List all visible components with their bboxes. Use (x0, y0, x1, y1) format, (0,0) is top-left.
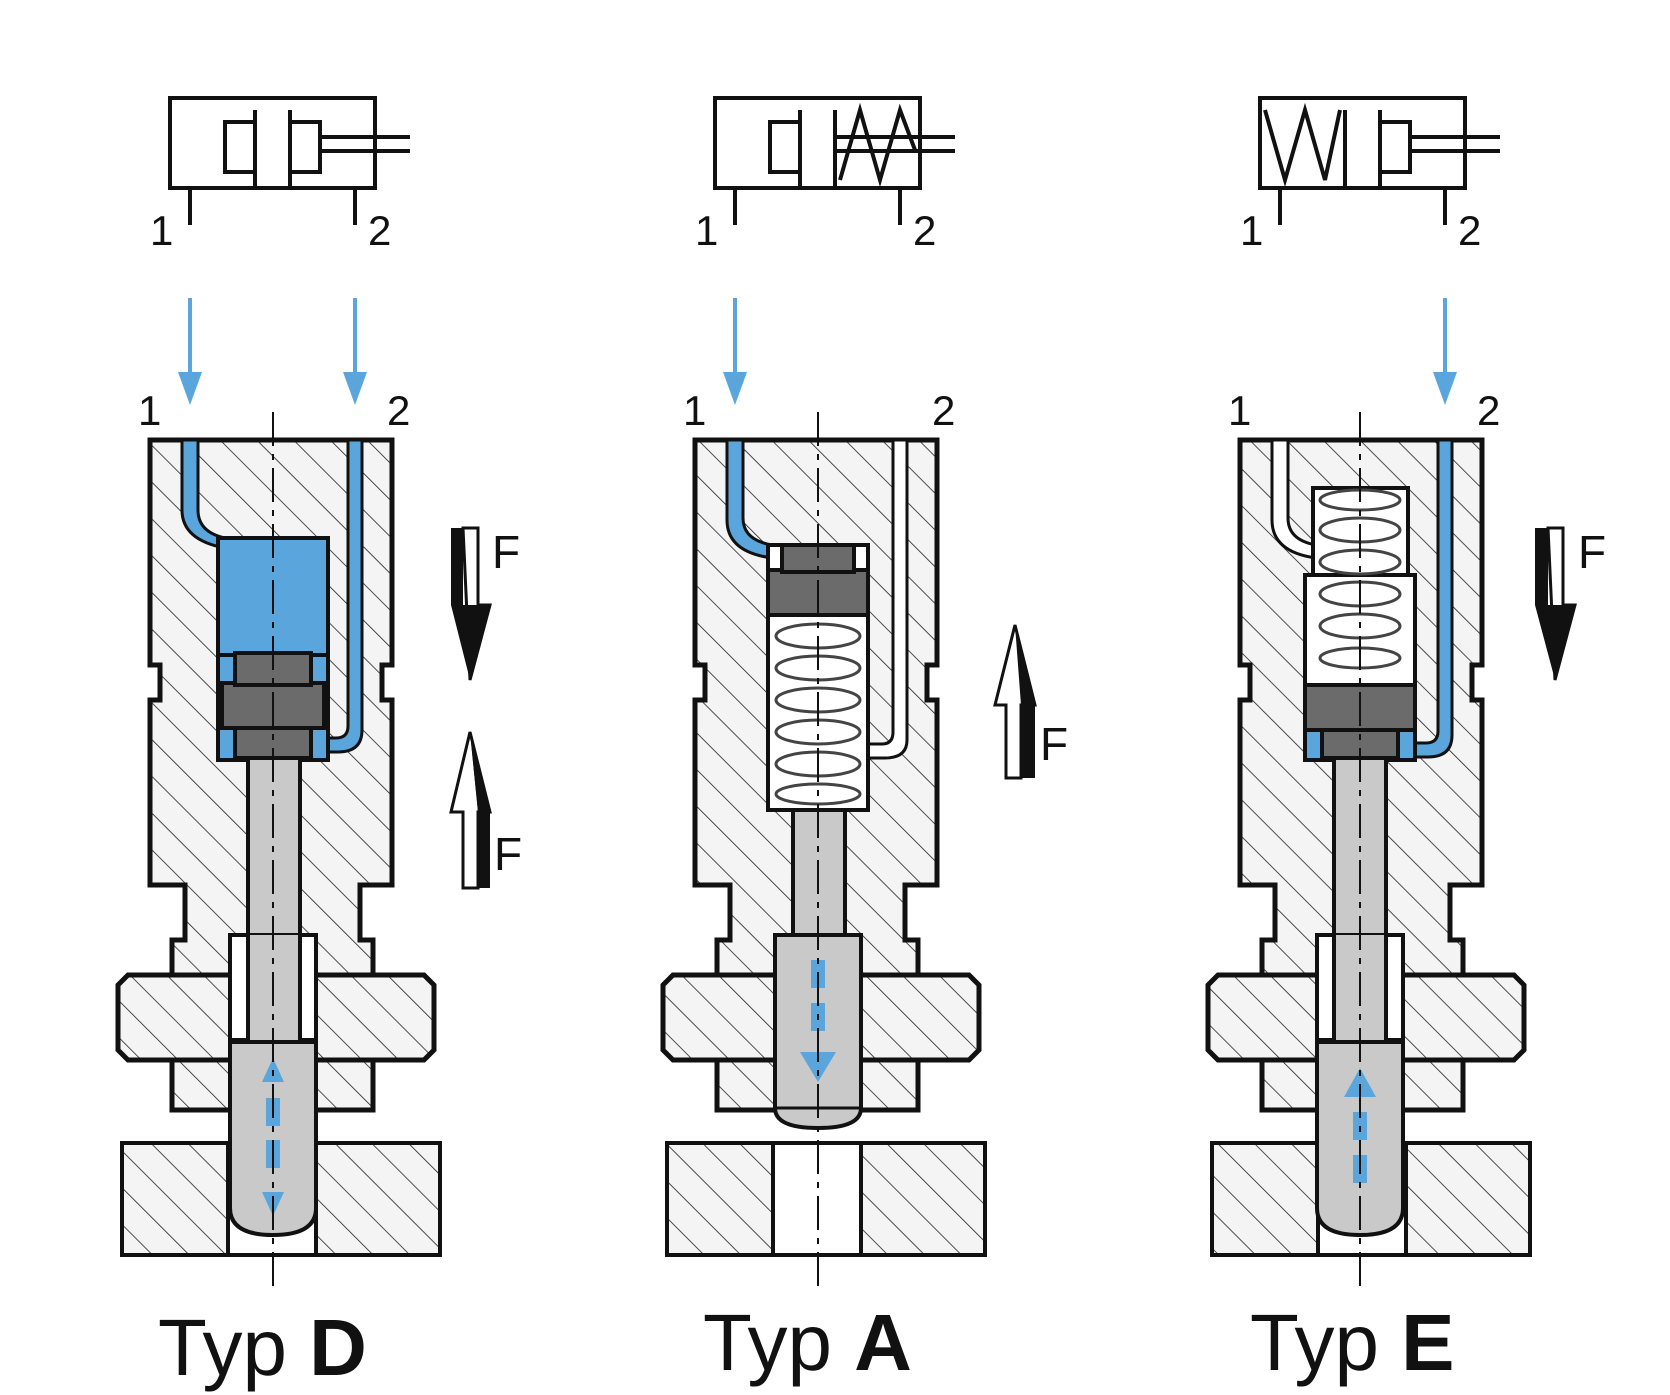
motion-arrows (800, 960, 836, 1082)
air-supply-arrow-port-1 (178, 298, 202, 405)
unit-title-prefix: Typ (1250, 1298, 1401, 1387)
symbol-port-2-label: 2 (913, 207, 936, 254)
symbol-spring-extend-cylinder (1258, 96, 1500, 225)
force-arrow-up (449, 731, 492, 890)
unit-typ-d: 1 2 1 2 (115, 96, 522, 1392)
symbol-port-1-label: 1 (695, 207, 718, 254)
section-port-1-label: 1 (683, 387, 706, 434)
force-label-down: F (492, 526, 520, 578)
unit-title-a: Typ A (703, 1298, 912, 1387)
unit-title-prefix: Typ (158, 1303, 309, 1392)
unit-title-e: Typ E (1250, 1298, 1455, 1387)
force-arrow-up (993, 624, 1037, 780)
symbol-port-1-label: 1 (150, 207, 173, 254)
section-port-2-label: 2 (387, 387, 410, 434)
unit-title-code: D (309, 1303, 367, 1392)
air-supply-arrow-port-2 (343, 298, 367, 405)
force-arrow-down (1535, 526, 1577, 681)
unit-title-code: A (854, 1298, 912, 1387)
air-supply-arrow-port-2 (1433, 298, 1457, 405)
symbol-double-acting-cylinder (168, 96, 410, 225)
unit-title-code: E (1401, 1298, 1454, 1387)
air-supply-arrow-port-1 (723, 298, 747, 405)
symbol-port-2-label: 2 (368, 207, 391, 254)
force-label-up: F (494, 828, 522, 880)
force-label-up: F (1040, 718, 1068, 770)
plunger (228, 1040, 318, 1238)
symbol-port-1-label: 1 (1240, 207, 1263, 254)
section-port-2-label: 2 (1477, 387, 1500, 434)
symbol-spring-return-cylinder (713, 96, 955, 225)
unit-title-d: Typ D (158, 1303, 367, 1392)
unit-title-prefix: Typ (703, 1298, 854, 1387)
unit-typ-e: 1 2 1 2 (1205, 96, 1606, 1387)
unit-typ-a: 1 2 1 2 (660, 96, 1068, 1387)
section-port-1-label: 1 (138, 387, 161, 434)
section-port-2-label: 2 (932, 387, 955, 434)
base-plate (665, 1141, 987, 1257)
force-arrow-down (451, 526, 492, 681)
section-port-1-label: 1 (1228, 387, 1251, 434)
symbol-port-2-label: 2 (1458, 207, 1481, 254)
force-label-down: F (1578, 526, 1606, 578)
